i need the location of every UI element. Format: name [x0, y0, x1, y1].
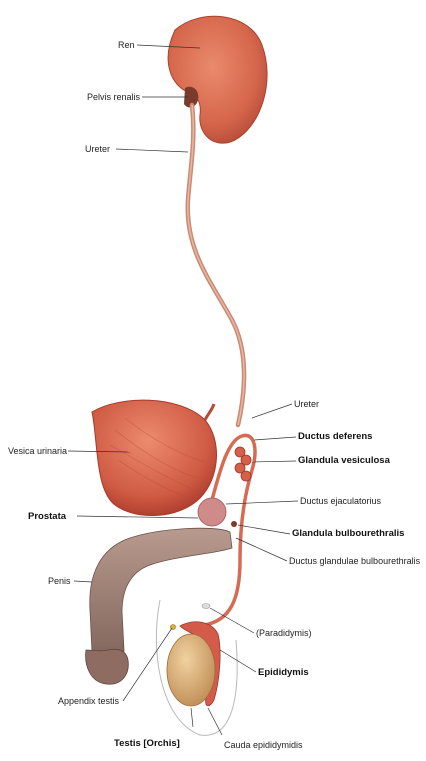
label-ductus-ejaculatorius: Ductus ejaculatorius	[300, 496, 381, 507]
label-ductus-deferens: Ductus deferens	[298, 431, 372, 442]
label-ductus-glandulae-bulbourethralis: Ductus glandulae bulbourethralis	[289, 556, 420, 567]
ureter-shape	[188, 105, 244, 425]
label-cauda-epididymidis: Cauda epididymidis	[224, 740, 303, 751]
prostate-shape	[198, 498, 226, 526]
paradidymis-shape	[202, 604, 210, 609]
label-prostata: Prostata	[28, 511, 66, 522]
label-pelvis-renalis: Pelvis renalis	[87, 92, 140, 103]
bulbourethral-gland-shape	[231, 521, 237, 527]
label-glandula-bulbourethralis: Glandula bulbourethralis	[292, 528, 404, 539]
label-ren: Ren	[118, 40, 135, 51]
kidney-shape	[168, 16, 267, 143]
label-appendix-testis: Appendix testis	[58, 696, 119, 707]
glans-shape	[86, 649, 129, 684]
testis-shape	[167, 634, 215, 706]
label-penis: Penis	[48, 576, 71, 587]
glandula-vesiculosa-shape	[235, 447, 251, 481]
label-vesica-urinaria: Vesica urinaria	[8, 446, 67, 457]
label-paradidymis: (Paradidymis)	[256, 628, 312, 639]
label-glandula-vesiculosa: Glandula vesiculosa	[298, 455, 390, 466]
label-ureter-upper: Ureter	[85, 144, 110, 155]
label-epididymis: Epididymis	[258, 667, 309, 678]
label-testis: Testis [Orchis]	[114, 738, 180, 749]
label-ureter-lower: Ureter	[294, 399, 319, 410]
